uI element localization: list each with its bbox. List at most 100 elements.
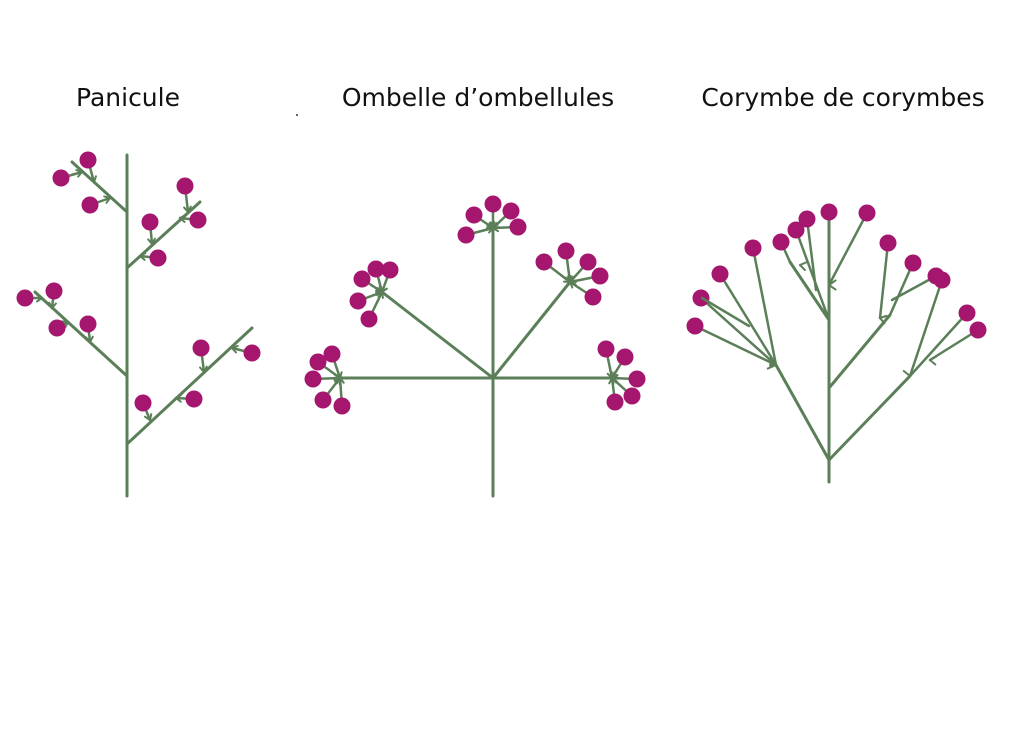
flower: [584, 288, 602, 306]
bract: [105, 197, 111, 204]
flower: [509, 218, 527, 236]
flower: [192, 339, 210, 357]
bract: [64, 321, 69, 329]
flower: [502, 202, 520, 220]
branch: [774, 363, 831, 462]
bract: [199, 366, 205, 373]
bract: [909, 367, 914, 377]
flower: [969, 321, 987, 339]
pedicel: [908, 278, 944, 378]
bract: [768, 357, 777, 366]
flower: [606, 393, 624, 411]
bract: [48, 301, 53, 309]
bract: [139, 252, 147, 257]
flower: [141, 213, 159, 231]
pedicel: [693, 324, 778, 367]
pedicel: [699, 296, 778, 367]
bract: [183, 206, 189, 213]
flower: [79, 315, 97, 333]
bract: [36, 297, 43, 303]
flower: [772, 233, 790, 251]
flower: [465, 206, 483, 224]
bract: [147, 238, 153, 245]
title-ombelle: Ombelle d’ombellules: [341, 83, 615, 112]
pedicel: [888, 261, 915, 317]
panicule-diagram: [16, 151, 261, 498]
flower: [798, 210, 816, 228]
bract: [766, 364, 777, 370]
flower: [149, 249, 167, 267]
flower: [535, 253, 553, 271]
pedicel: [928, 328, 980, 362]
bract: [381, 291, 384, 299]
bract: [929, 359, 937, 366]
pedicel: [805, 217, 818, 292]
flower: [858, 204, 876, 222]
flower: [367, 260, 385, 278]
bract: [77, 171, 83, 178]
bract: [902, 369, 911, 377]
flower: [591, 267, 609, 285]
ray: [380, 290, 495, 380]
bract: [143, 415, 151, 421]
bract: [828, 284, 837, 291]
branch: [827, 313, 892, 390]
pedicel: [878, 241, 890, 320]
flower: [185, 390, 203, 408]
bract: [488, 227, 494, 234]
flower: [484, 195, 502, 213]
flower: [79, 151, 97, 169]
bract: [88, 177, 95, 183]
flower: [628, 370, 646, 388]
flower: [579, 253, 597, 271]
bract: [799, 261, 808, 266]
branch: [827, 374, 912, 462]
flower: [134, 394, 152, 412]
bract: [175, 393, 183, 399]
flower: [314, 391, 332, 409]
flower: [597, 340, 615, 358]
flower: [787, 221, 805, 239]
flower: [45, 282, 63, 300]
flower: [353, 270, 371, 288]
pedicel: [751, 246, 778, 367]
bract: [611, 377, 617, 384]
stray-dot: [296, 114, 298, 116]
pedicel: [718, 272, 778, 367]
flower: [52, 169, 70, 187]
flower: [243, 344, 261, 362]
bract: [879, 314, 888, 319]
ray: [491, 280, 572, 380]
branch: [33, 290, 129, 378]
flower: [457, 226, 475, 244]
flower: [304, 370, 322, 388]
flower: [360, 310, 378, 328]
bract: [339, 377, 345, 384]
pedicel: [794, 228, 831, 322]
flower: [176, 177, 194, 195]
flower: [958, 304, 976, 322]
flower: [189, 211, 207, 229]
corymbe-diagram: [686, 203, 987, 484]
pedicel: [908, 311, 969, 378]
ombelle-diagram: [304, 195, 646, 498]
flower: [744, 239, 762, 257]
flower: [904, 254, 922, 272]
branch: [70, 160, 129, 214]
flower: [933, 271, 951, 289]
pedicel: [700, 296, 751, 328]
flower: [686, 317, 704, 335]
bract: [929, 355, 938, 361]
flower: [879, 234, 897, 252]
bract: [85, 336, 91, 343]
bract: [879, 317, 886, 325]
flower: [711, 265, 729, 283]
flower: [16, 289, 34, 307]
branch: [125, 326, 254, 446]
flower: [623, 387, 641, 405]
flower: [557, 242, 575, 260]
flower: [820, 203, 838, 221]
flower: [333, 397, 351, 415]
flower: [349, 292, 367, 310]
